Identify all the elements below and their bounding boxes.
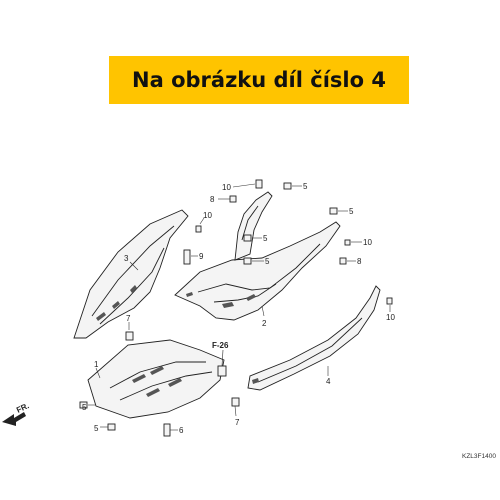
screw-10-left [195,225,202,233]
bolt-7-left [125,331,134,341]
callout-5: 5 [349,207,354,216]
clip-5-lower [243,257,252,265]
callout-5: 5 [82,403,87,412]
bolt-8-right [339,257,347,265]
callout-2: 2 [262,319,267,328]
part-4-lower-strip [247,285,381,391]
callout-10: 10 [203,211,212,220]
callout-7: 7 [235,418,240,427]
callout-10: 10 [363,238,372,247]
callout-10: 10 [386,313,395,322]
bracket-f26 [217,365,227,377]
part-1-under-cover [87,339,225,419]
clip-5-mid [243,234,252,242]
screw-10-right [344,239,351,246]
callout-9: 9 [199,252,204,261]
part-2-floor-cover [174,221,341,321]
clip-5-bottom [107,423,116,431]
front-arrow-icon [2,412,26,426]
callout-5: 5 [263,234,268,243]
upper-frame-strip [234,191,273,261]
screw-10-lower [386,297,393,305]
clip-5-bottom-left [79,401,88,409]
clip-5-top [283,182,292,190]
reference-label: F-26 [212,341,229,350]
clip-5-right [329,207,338,215]
callout-5: 5 [94,424,99,433]
callout-8: 8 [210,195,215,204]
callout-3: 3 [124,254,129,263]
callout-1: 1 [94,360,99,369]
callout-10: 10 [222,183,231,192]
bolt-8-top [229,195,237,203]
callout-labels: 10 8 5 5 5 5 8 9 10 10 10 3 2 7 1 4 7 6 … [82,182,395,435]
screw-top [255,179,263,189]
pin-6 [163,423,171,437]
part-3-left-side-cover [73,209,189,339]
front-direction-marker: FR. [2,401,31,426]
callout-6: 6 [179,426,184,435]
front-label: FR. [15,401,30,415]
callout-8: 8 [357,257,362,266]
pin-9 [183,249,191,265]
callout-5: 5 [265,257,270,266]
bolt-7-right [231,397,240,407]
banner-text: Na obrázku díl číslo 4 [132,68,386,92]
callout-5: 5 [303,182,308,191]
diagram-code: KZL3F1400 [462,453,496,460]
part-number-banner: Na obrázku díl číslo 4 [109,56,409,104]
callout-4: 4 [326,377,331,386]
callout-7: 7 [126,314,131,323]
leader-lines [88,183,391,431]
